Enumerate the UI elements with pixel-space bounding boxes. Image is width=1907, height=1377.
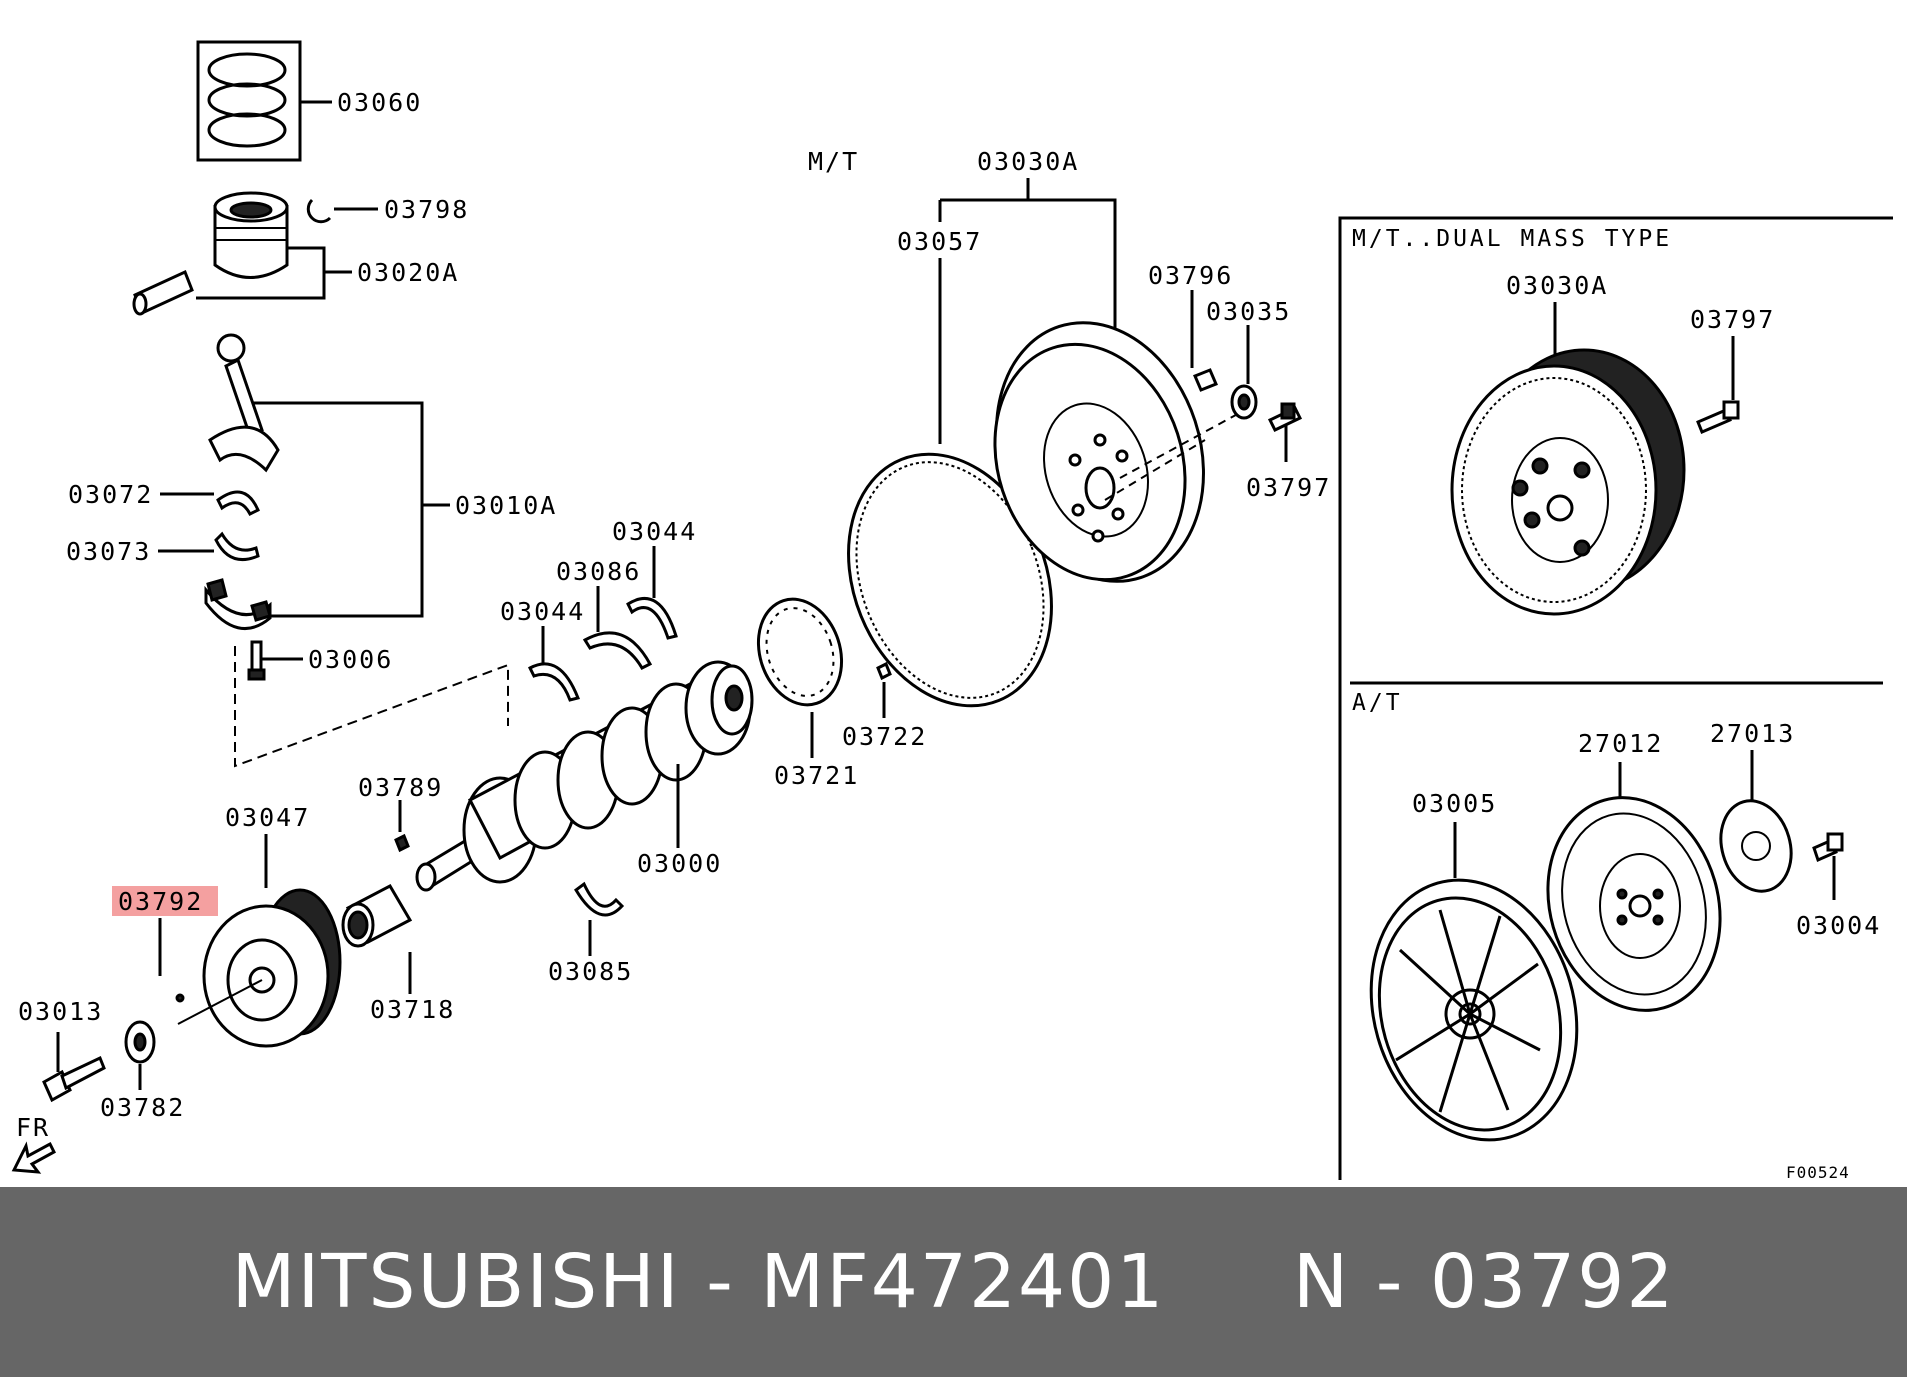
label-dual-03030A: 03030A [1506, 271, 1608, 300]
label-03792: 03792 [118, 887, 203, 916]
label-03044-a: 03044 [500, 597, 585, 626]
bearing-03044-a[interactable] [528, 662, 581, 702]
label-03030A: 03030A [977, 147, 1079, 176]
label-03020A: 03020A [357, 258, 459, 287]
label-at-03004: 03004 [1796, 911, 1881, 940]
label-03047: 03047 [225, 803, 310, 832]
label-03060: 03060 [337, 88, 422, 117]
rod-bolt[interactable] [247, 640, 266, 681]
bearing-03086[interactable] [582, 631, 653, 670]
bearing-03073[interactable] [214, 531, 260, 561]
label-03796: 03796 [1148, 261, 1233, 290]
key-03789[interactable] [394, 833, 410, 853]
bolt-03797[interactable] [1267, 402, 1303, 432]
highlight-03792 [112, 886, 218, 916]
label-03718: 03718 [370, 995, 455, 1024]
drive-plate-03005[interactable] [1341, 856, 1606, 1165]
bolt-03004[interactable] [1812, 832, 1844, 863]
label-03789: 03789 [358, 773, 443, 802]
label-03013: 03013 [18, 997, 103, 1026]
dowel-03796[interactable] [1193, 368, 1218, 392]
footer-text: MITSUBISHI - MF472401 N - 03792 [231, 1239, 1676, 1325]
label-03797: 03797 [1246, 473, 1331, 502]
label-03057: 03057 [897, 227, 982, 256]
dual-bolt-03797[interactable] [1696, 400, 1740, 434]
plate-27013[interactable] [1711, 792, 1802, 899]
label-at-27012: 27012 [1578, 729, 1663, 758]
bushing-03035[interactable] [1230, 384, 1258, 420]
piston-rings[interactable] [196, 40, 302, 162]
label-03721: 03721 [774, 761, 859, 790]
front-arrow-icon [11, 1141, 56, 1174]
piston-pin[interactable] [132, 269, 194, 316]
label-03010A: 03010A [455, 491, 557, 520]
label-at-27013: 27013 [1710, 719, 1795, 748]
footer-bar: MITSUBISHI - MF472401 N - 03792 [0, 1187, 1907, 1377]
washer-03782[interactable] [124, 1020, 156, 1064]
connecting-rod[interactable] [208, 333, 280, 473]
label-03035: 03035 [1206, 297, 1291, 326]
label-fr: FR [16, 1113, 50, 1142]
label-03086: 03086 [556, 557, 641, 586]
label-03072: 03072 [68, 480, 153, 509]
parts-diagram: 03060 03798 03020A 03010A 03072 03073 03… [11, 40, 1893, 1182]
flywheel[interactable] [964, 296, 1236, 609]
label-03722: 03722 [842, 722, 927, 751]
bearing-03044-b[interactable] [626, 597, 678, 640]
label-03798: 03798 [384, 195, 469, 224]
piston[interactable] [213, 191, 289, 279]
rod-cap[interactable] [204, 585, 272, 631]
dual-mass-title: M/T..DUAL MASS TYPE [1352, 226, 1672, 252]
label-at-03005: 03005 [1412, 789, 1497, 818]
damper-pulley[interactable] [177, 888, 342, 1048]
label-03000: 03000 [637, 849, 722, 878]
bearing-03072[interactable] [216, 490, 260, 516]
at-title: A/T [1352, 690, 1403, 716]
part-03792[interactable] [175, 993, 185, 1003]
bearing-03085[interactable] [574, 881, 625, 917]
snap-ring[interactable] [306, 198, 332, 224]
plate-27012[interactable] [1523, 777, 1744, 1031]
label-dual-03797: 03797 [1690, 305, 1775, 334]
pin-03722[interactable] [876, 661, 892, 681]
crankshaft[interactable] [415, 660, 754, 892]
label-03085: 03085 [548, 957, 633, 986]
label-03044-b: 03044 [612, 517, 697, 546]
label-mt: M/T [808, 147, 859, 176]
plate-03721[interactable] [745, 588, 854, 715]
label-03073: 03073 [66, 537, 151, 566]
label-03782: 03782 [100, 1093, 185, 1122]
dual-mass-flywheel[interactable] [1450, 348, 1686, 616]
bolt-03013[interactable] [42, 1055, 106, 1103]
sleeve-03718[interactable] [341, 884, 413, 948]
label-03006: 03006 [308, 645, 393, 674]
figure-code: F00524 [1786, 1163, 1850, 1182]
